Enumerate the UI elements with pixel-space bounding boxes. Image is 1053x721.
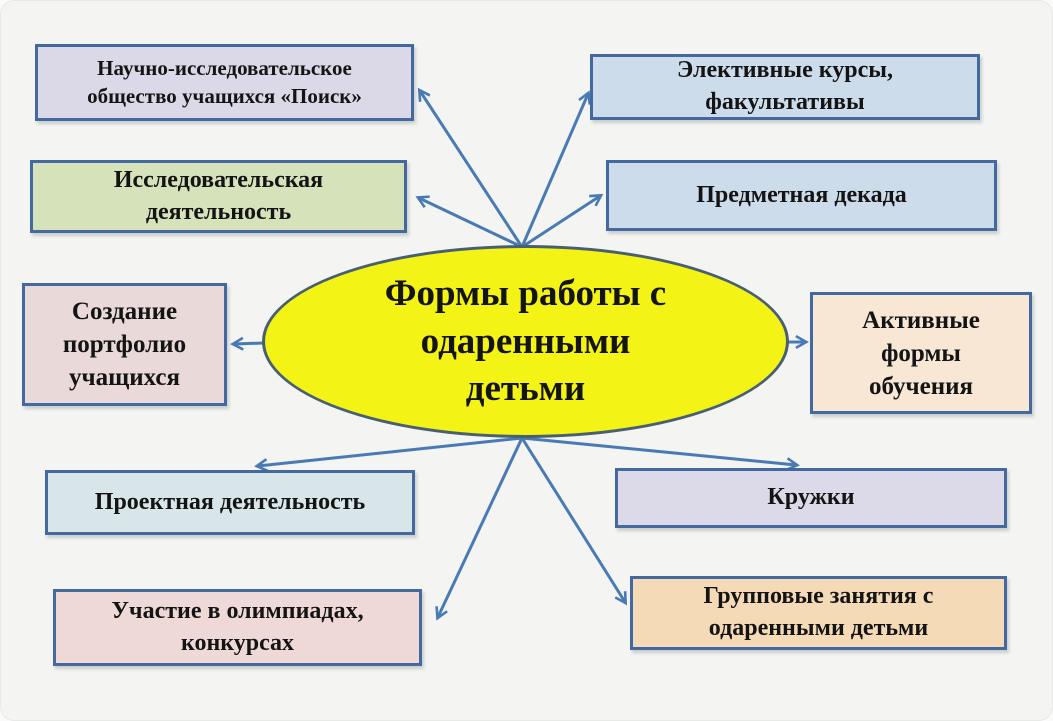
arrow-to-predmetnaya-dekada: [521, 196, 600, 249]
node-predmetnaya-dekada: Предметная декада: [606, 160, 997, 231]
node-label-line: портфолио: [62, 331, 187, 358]
node-label-line: Кружки: [767, 484, 855, 511]
node-label-line: Исследовательская: [113, 166, 324, 193]
node-label-line: Участие в олимпиадах,: [111, 597, 364, 624]
node-elektivnye-kursy: Элективные курсы, факультативы: [590, 54, 980, 120]
node-label-line: Научно-исследовательское: [97, 55, 352, 80]
node-label-line: Создание: [71, 298, 178, 325]
node-label-line: Элективные курсы,: [677, 57, 893, 84]
node-sozdanie-portfolio: Создание портфолио учащихся: [22, 283, 227, 406]
node-nauchnoe-obshchestvo-poisk: Научно-исследовательское общество учащих…: [35, 44, 414, 121]
center-label-line: одаренными: [420, 320, 631, 362]
node-label-line: одаренными детьми: [708, 615, 929, 641]
arrow-to-proektnaya: [258, 436, 523, 466]
node-label-line: Предметная декада: [696, 181, 907, 208]
node-label-line: конкурсах: [180, 629, 295, 656]
node-uchastie-v-olimpiadakh: Участие в олимпиадах, конкурсах: [53, 589, 422, 666]
arrow-to-kruzhki: [521, 436, 796, 465]
arrow-to-sozdanie-portfolio: [234, 343, 265, 344]
arrow-to-elektivnye-kursy: [520, 94, 588, 248]
node-label-line: общество учащихся «Поиск»: [87, 83, 362, 108]
arrow-to-olimpiady: [438, 437, 524, 617]
node-gruppovye-zanyatiya: Групповые занятия с одаренными детьми: [630, 576, 1007, 650]
center-label-line: детьми: [465, 368, 586, 410]
node-label-line: учащихся: [68, 364, 180, 391]
center-label-line: Формы работы с: [384, 273, 667, 315]
node-proektnaya-deyatelnost: Проектная деятельность: [45, 470, 415, 535]
node-label-line: Активные: [862, 306, 980, 334]
node-label-line: Проектная деятельность: [94, 488, 366, 515]
center-ellipse-formy-raboty: Формы работы с одаренными детьми: [262, 245, 789, 438]
node-aktivnye-formy-obucheniya: Активные формы обучения: [810, 292, 1032, 414]
node-issledovatelskaya-deyatelnost: Исследовательская деятельность: [30, 160, 407, 233]
arrow-to-issledovatelskaya: [419, 198, 523, 249]
node-kruzhki: Кружки: [615, 468, 1007, 528]
node-label-line: факультативы: [705, 89, 865, 115]
node-label-line: формы: [881, 339, 961, 367]
node-label-line: обучения: [868, 372, 974, 400]
arrow-to-gruppovye: [520, 437, 625, 602]
node-label-line: Групповые занятия с: [703, 583, 934, 610]
arrow-to-nauchnoe-obshchestvo: [420, 91, 524, 248]
node-label-line: деятельность: [145, 198, 292, 225]
